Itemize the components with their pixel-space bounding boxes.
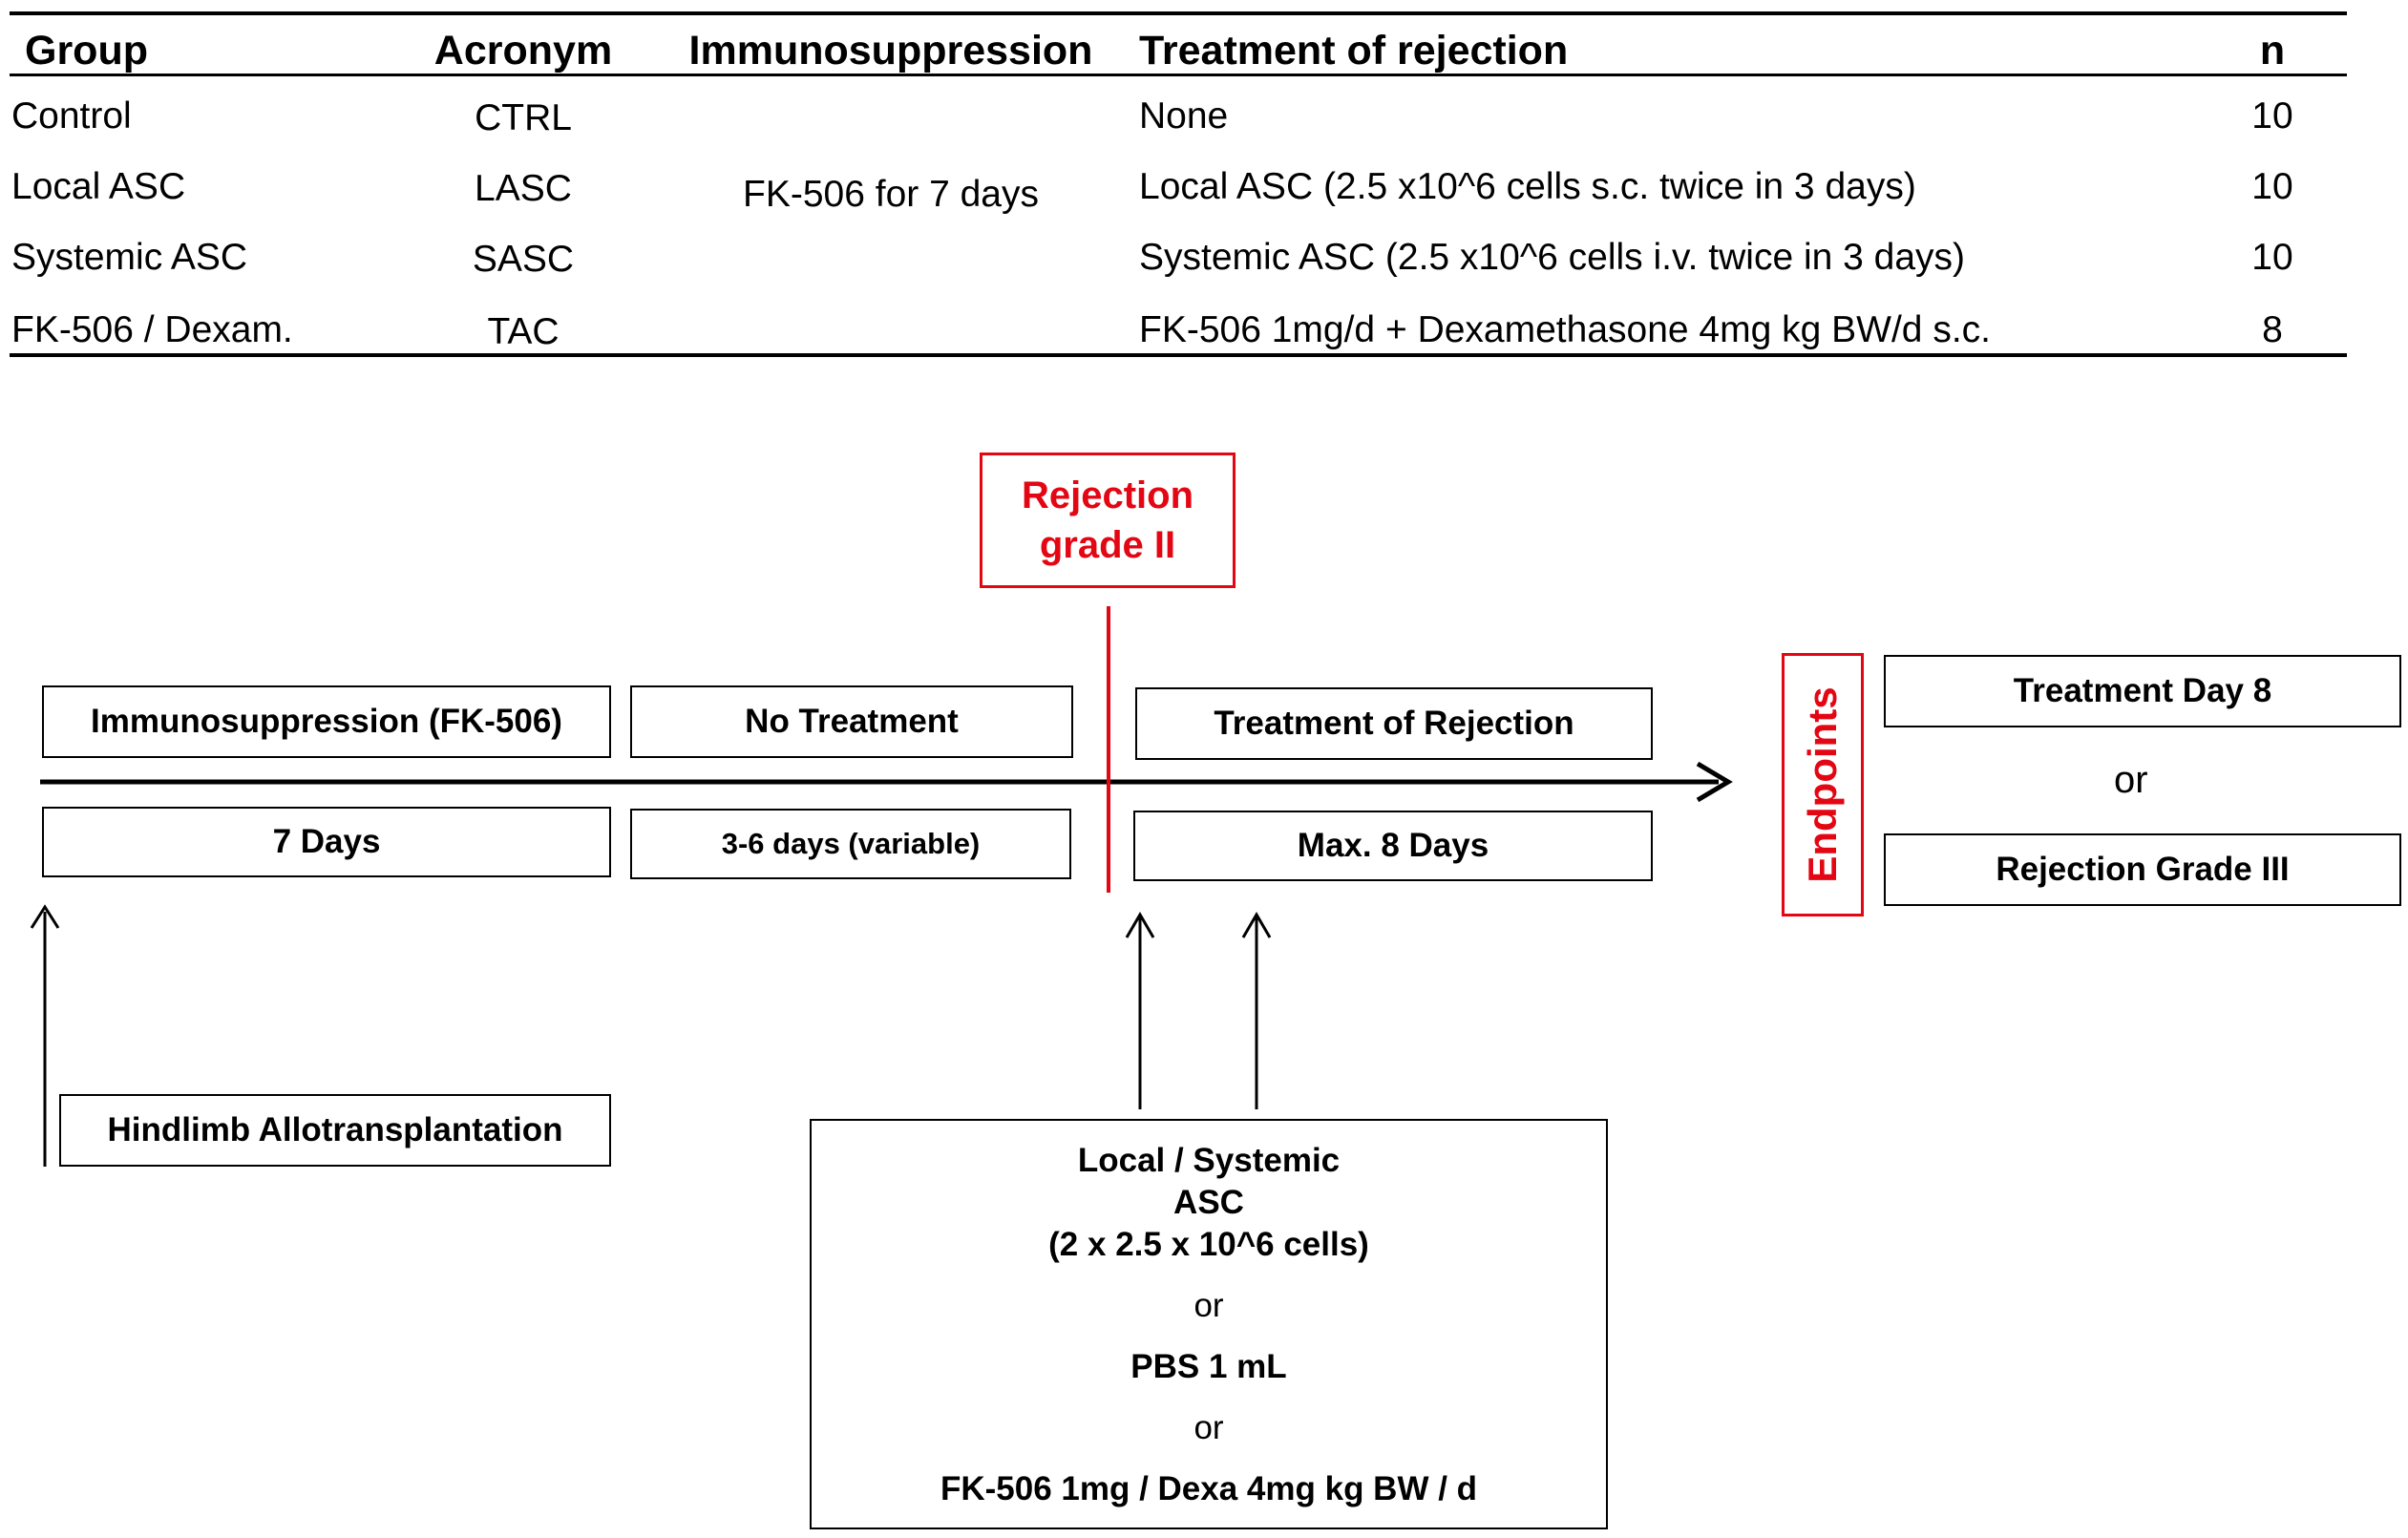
header-acronym: Acronym [433, 28, 613, 74]
table-row-treatment: None [1139, 95, 1229, 137]
duration-variable-box: 3-6 days (variable) [630, 809, 1071, 879]
treatment-options-box: Local / Systemic ASC (2 x 2.5 x 10^6 cel… [810, 1119, 1608, 1529]
immunosuppression-value: FK-506 for 7 days [743, 174, 1039, 215]
treatment-option-line1: Local / Systemic [1077, 1142, 1341, 1179]
phase-immunosuppression-box: Immunosuppression (FK-506) [42, 685, 611, 758]
duration-max-box: Max. 8 Days [1133, 811, 1653, 881]
treatment-option-line3: (2 x 2.5 x 10^6 cells) [1048, 1226, 1369, 1263]
header-group: Group [25, 28, 148, 74]
table-row-treatment: Local ASC (2.5 x10^6 cells s.c. twice in… [1139, 166, 1916, 207]
table-row-acronym: SASC [472, 239, 575, 280]
table-row-group: FK-506 / Dexam. [11, 309, 293, 350]
table-header-rule [10, 74, 2347, 76]
endpoints-label: Endpoints [1800, 686, 1845, 883]
duration-7-days-box: 7 Days [42, 807, 611, 877]
treatment-arrowhead-1 [1125, 912, 1155, 938]
table-top-rule [10, 11, 2347, 15]
treatment-arrowhead-2 [1241, 912, 1272, 938]
endpoint-or: or [2114, 759, 2148, 801]
treatment-option-line5: FK-506 1mg / Dexa 4mg kg BW / d [940, 1470, 1478, 1507]
header-n: n [2259, 28, 2286, 74]
header-immunosuppression: Immunosuppression [688, 28, 1093, 74]
treatment-option-or1: or [1193, 1287, 1224, 1324]
header-treatment: Treatment of rejection [1139, 28, 1569, 74]
table-row-treatment: Systemic ASC (2.5 x10^6 cells i.v. twice… [1139, 237, 1966, 278]
rejection-line2: grade II [1039, 524, 1176, 566]
table-row-treatment: FK-506 1mg/d + Dexamethasone 4mg kg BW/d… [1139, 309, 1991, 350]
table-row-n: 8 [2262, 309, 2283, 350]
table-bottom-rule [10, 353, 2347, 357]
phase-treatment-box: Treatment of Rejection [1135, 687, 1653, 760]
timeline-arrowhead [1696, 761, 1733, 803]
table-row-n: 10 [2251, 237, 2293, 278]
endpoints-box: Endpoints [1782, 653, 1864, 916]
table-row-acronym: LASC [475, 168, 572, 209]
rejection-grade-box: Rejection grade II [980, 453, 1236, 588]
table-row-acronym: TAC [487, 311, 560, 352]
table-row-acronym: CTRL [475, 97, 572, 138]
transplant-arrowhead [30, 904, 60, 929]
table-row-group: Control [11, 95, 132, 137]
treatment-option-or2: or [1193, 1409, 1224, 1446]
transplant-box: Hindlimb Allotransplantation [59, 1094, 611, 1167]
rejection-line1: Rejection [1021, 474, 1194, 516]
table-row-group: Local ASC [11, 166, 186, 207]
treatment-option-line2: ASC [1173, 1184, 1244, 1221]
phase-no-treatment-box: No Treatment [630, 685, 1073, 758]
endpoint-treatment-day-box: Treatment Day 8 [1884, 655, 2401, 727]
endpoint-rejection-grade-box: Rejection Grade III [1884, 833, 2401, 906]
table-row-group: Systemic ASC [11, 237, 248, 278]
table-row-n: 10 [2251, 166, 2293, 207]
table-row-n: 10 [2251, 95, 2293, 137]
treatment-option-line4: PBS 1 mL [1130, 1348, 1287, 1385]
